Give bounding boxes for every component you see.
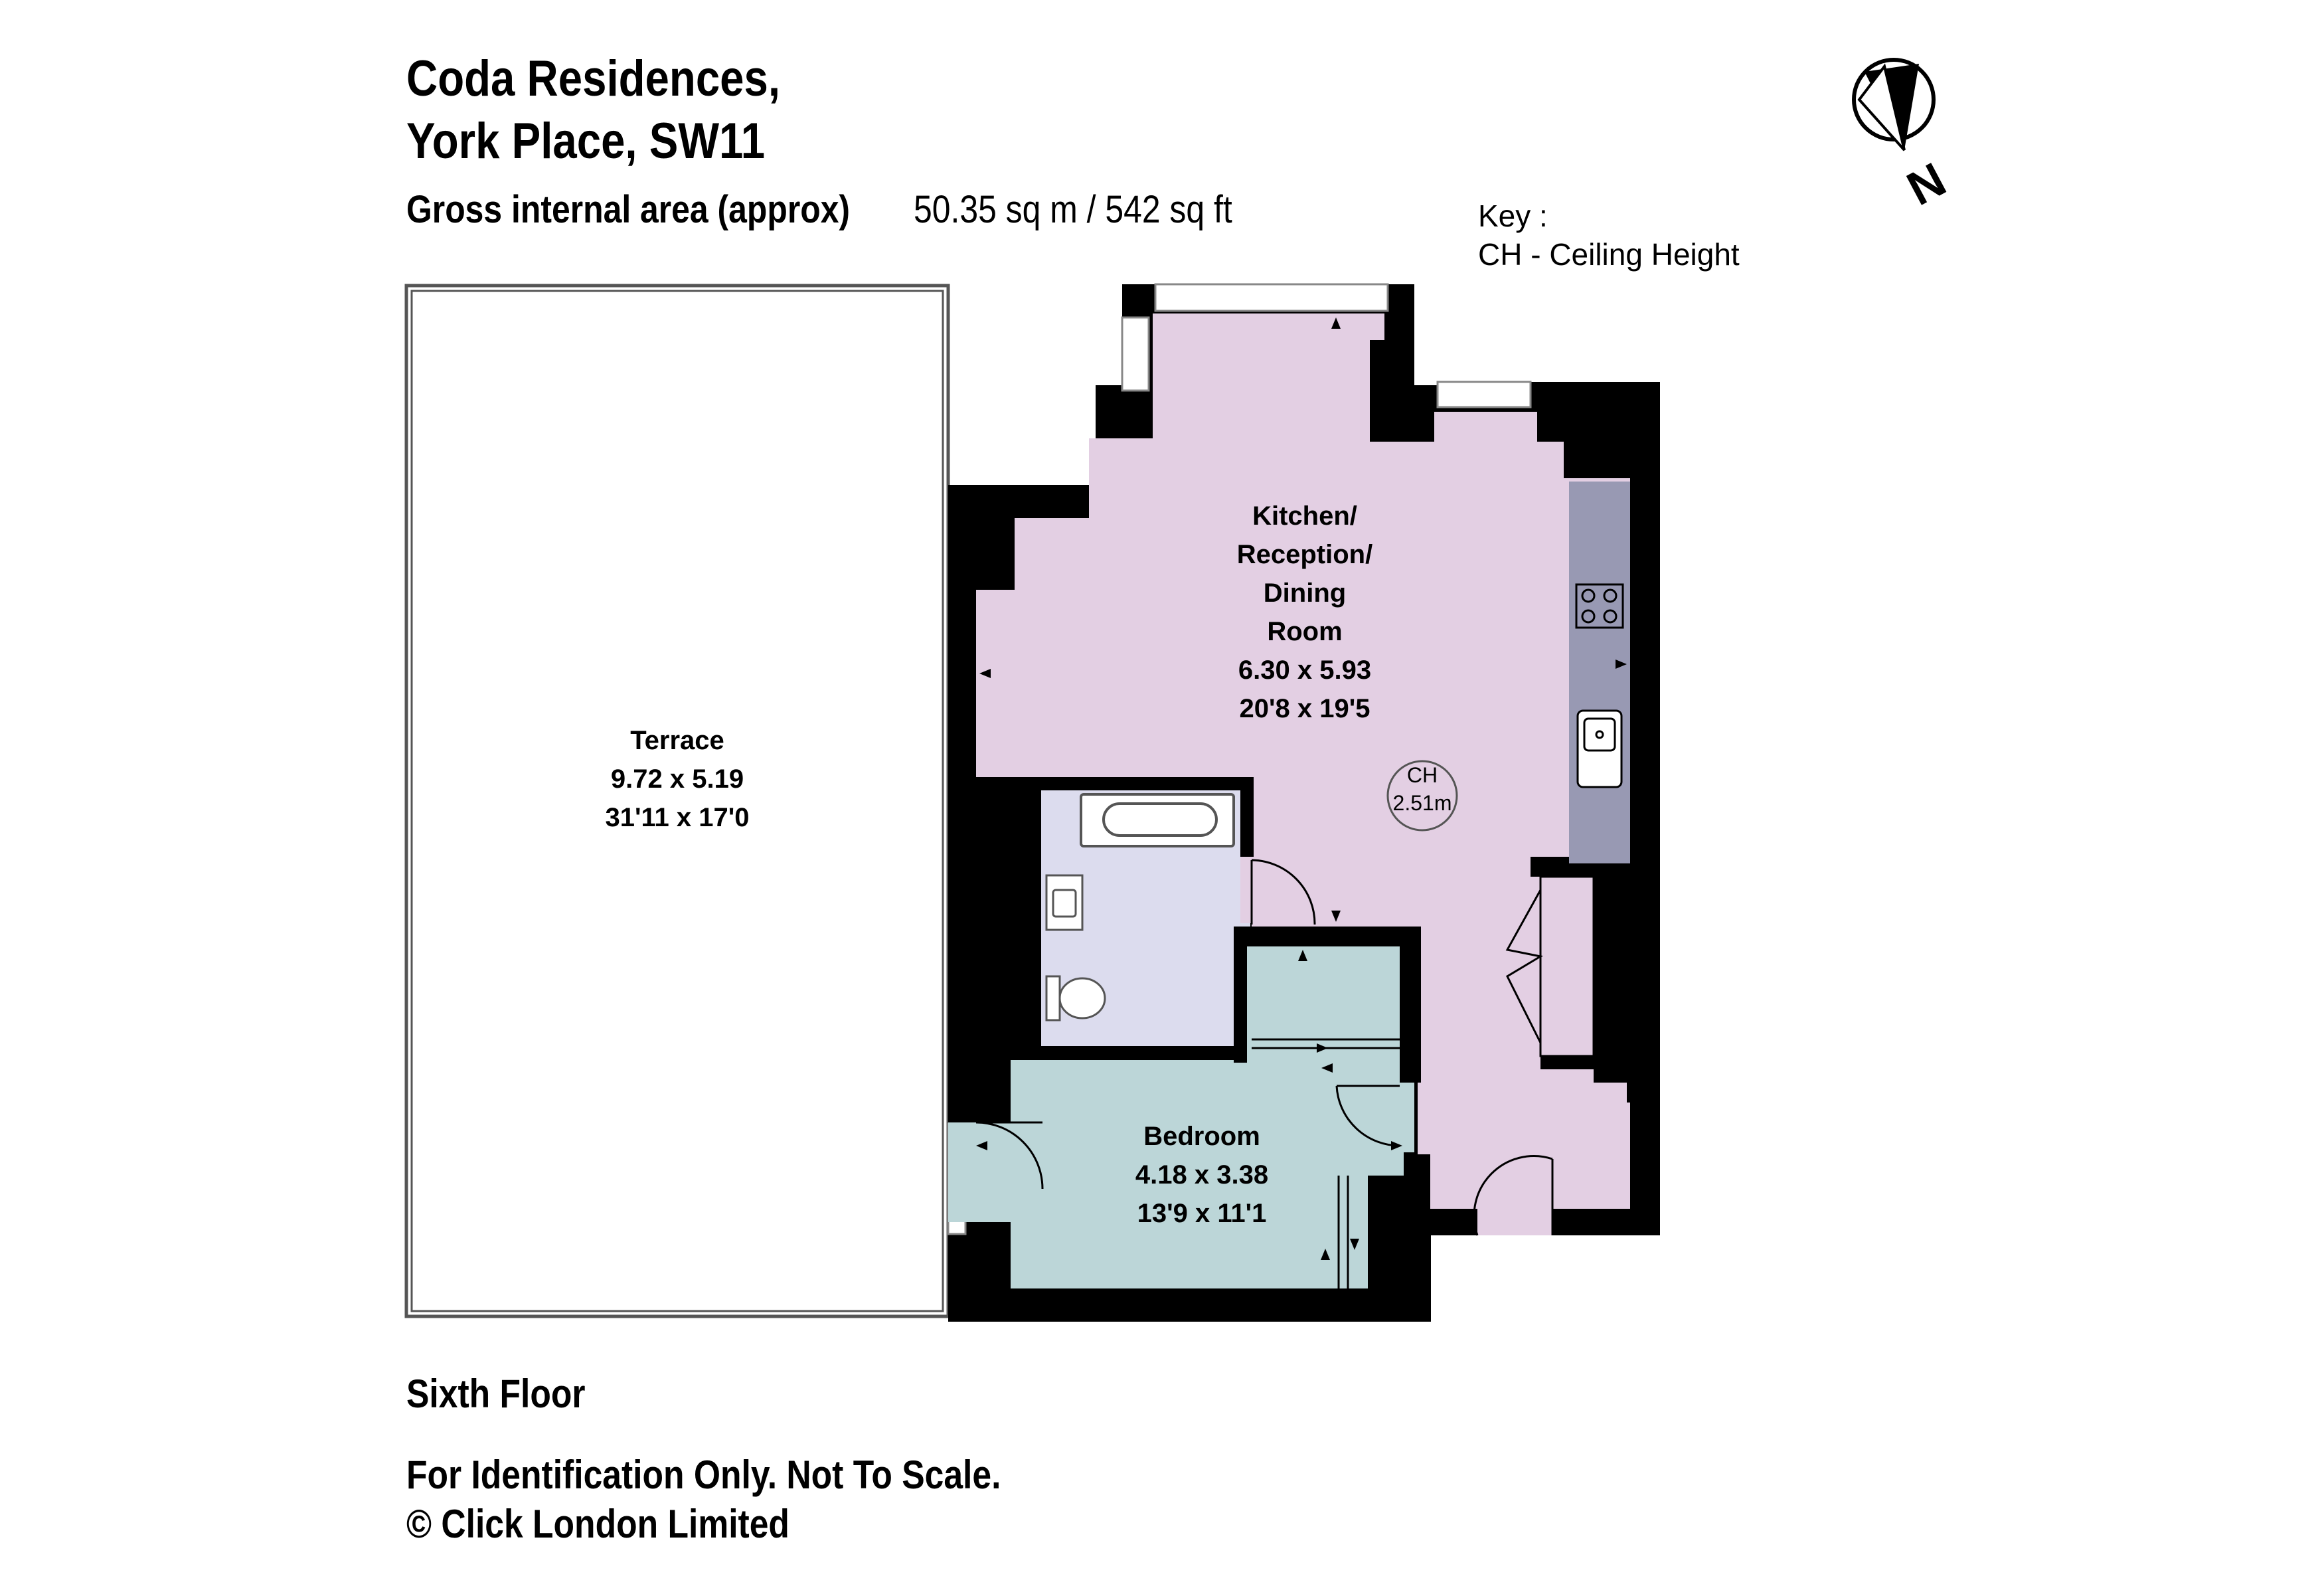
kitchen-name-line4: Room xyxy=(1267,617,1342,646)
bedroom-name: Bedroom xyxy=(1143,1122,1260,1151)
bedroom-metric: 4.18 x 3.38 xyxy=(1135,1160,1268,1190)
gross-internal-area-value: 50.35 sq m / 542 sq ft xyxy=(914,188,1232,231)
kitchen-worktop xyxy=(1569,482,1630,863)
kitchen-metric: 6.30 x 5.93 xyxy=(1238,656,1371,685)
copyright: © Click London Limited xyxy=(406,1502,789,1546)
terrace-imperial: 31'11 x 17'0 xyxy=(605,803,749,832)
property-name: Coda Residences, xyxy=(406,50,781,107)
kitchen-name-line3: Dining xyxy=(1264,578,1346,608)
bathtub-icon xyxy=(1080,793,1235,847)
ceiling-height-marker: CH 2.51m xyxy=(1386,760,1458,832)
north-compass-icon: N xyxy=(1852,58,1954,216)
kitchen-imperial: 20'8 x 19'5 xyxy=(1240,694,1370,723)
disclaimer: For Identification Only. Not To Scale. xyxy=(406,1453,1001,1497)
ceiling-height-label: CH xyxy=(1407,763,1438,787)
floor-level: Sixth Floor xyxy=(406,1372,586,1416)
bedroom-label: Bedroom 4.18 x 3.38 13'9 x 11'1 xyxy=(1135,1122,1268,1228)
sink-icon xyxy=(1576,709,1623,788)
bedroom-imperial: 13'9 x 11'1 xyxy=(1137,1199,1267,1228)
north-label: N xyxy=(1899,153,1954,216)
kitchen-name-line1: Kitchen/ xyxy=(1252,501,1357,531)
hall-cupboard xyxy=(1505,875,1595,1057)
key-entry: CH - Ceiling Height xyxy=(1478,237,1740,272)
kitchen-reception-dining-room xyxy=(976,313,1630,1235)
internal-walls xyxy=(996,777,1630,1320)
terrace-label: Terrace 9.72 x 5.19 31'11 x 17'0 xyxy=(605,726,749,832)
terrace-metric: 9.72 x 5.19 xyxy=(611,764,744,794)
terrace-name: Terrace xyxy=(630,726,724,755)
kitchen-label: Kitchen/ Reception/ Dining Room 6.30 x 5… xyxy=(1237,501,1372,723)
hob-icon xyxy=(1575,583,1624,629)
kitchen-name-line2: Reception/ xyxy=(1237,540,1372,569)
toilet-icon xyxy=(1045,975,1106,1021)
property-address: York Place, SW11 xyxy=(406,113,766,169)
gross-internal-area-label: Gross internal area (approx) xyxy=(406,188,851,231)
key-heading: Key : xyxy=(1478,199,1548,233)
terrace xyxy=(404,284,950,1318)
door-swings xyxy=(975,859,1554,1288)
washbasin-icon xyxy=(1045,874,1084,931)
ceiling-height-value: 2.51m xyxy=(1393,791,1452,815)
bedroom xyxy=(948,946,1414,1288)
arrow-markers xyxy=(976,317,1627,1260)
